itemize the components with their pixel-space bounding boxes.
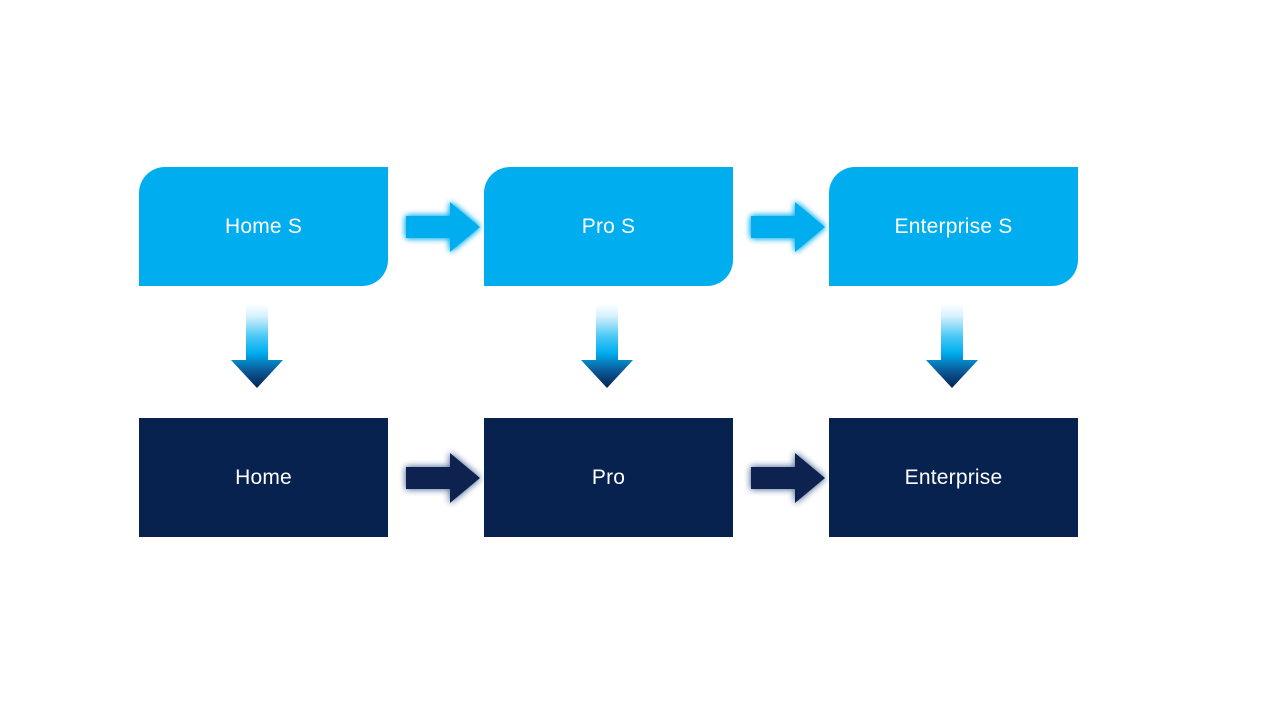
arrow-down-icon (926, 304, 978, 388)
node-label: Enterprise (904, 466, 1003, 489)
arrow-down-icon (231, 304, 283, 388)
node-label: Enterprise S (894, 215, 1013, 238)
connector-home-to-pro (402, 447, 484, 509)
node-label: Pro (591, 466, 626, 489)
node-pro-s[interactable]: Pro S (484, 167, 733, 286)
arrow-right-icon (406, 202, 480, 252)
arrow-right-icon (751, 202, 825, 252)
connector-enterprise-s-to-enterprise (923, 304, 981, 390)
arrow-down-icon (581, 304, 633, 388)
arrow-right-icon (406, 453, 480, 503)
node-label: Home S (224, 215, 303, 238)
connector-pro-to-enterprise (747, 447, 829, 509)
node-pro[interactable]: Pro (484, 418, 733, 537)
connector-home-s-to-home (228, 304, 286, 390)
node-home[interactable]: Home (139, 418, 388, 537)
node-home-s[interactable]: Home S (139, 167, 388, 286)
node-label: Pro S (581, 215, 636, 238)
node-enterprise-s[interactable]: Enterprise S (829, 167, 1078, 286)
connector-pro-s-to-enterprise-s (747, 196, 829, 258)
connector-pro-s-to-pro (578, 304, 636, 390)
node-enterprise[interactable]: Enterprise (829, 418, 1078, 537)
connector-home-s-to-pro-s (402, 196, 484, 258)
node-label: Home (235, 466, 292, 489)
arrow-right-icon (751, 453, 825, 503)
